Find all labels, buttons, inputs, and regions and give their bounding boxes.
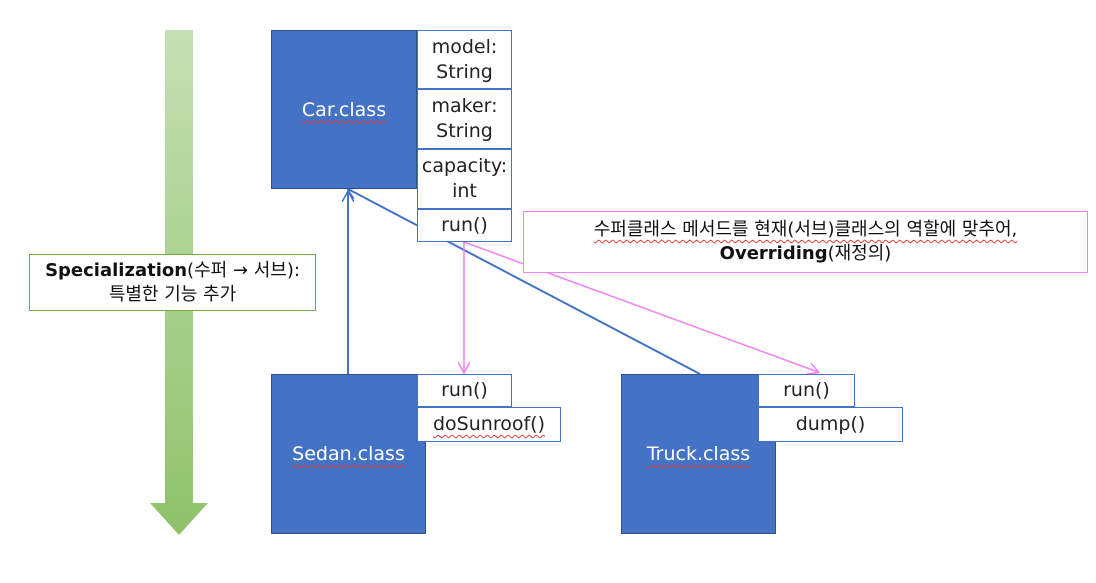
specialization-note: Specialization(수퍼 → 서브): 특별한 기능 추가 [29,254,316,311]
car-field-model: model: String [417,30,512,89]
sedan-method-dosunroof: doSunroof() [417,407,561,442]
sedan-method-run: run() [417,374,512,407]
specialization-bold: Specialization [45,259,188,281]
truck-class-name: Truck.class [646,443,751,465]
truck-class-box: Truck.class [621,374,776,534]
overriding-line1: 수퍼클래스 메서드를 현재(서브)클래스의 역할에 맞추어, [593,219,1018,240]
specialization-rest: (수퍼 → 서브): [187,259,300,281]
truck-method-run: run() [758,374,855,407]
overriding-rest: (재정의) [827,243,892,264]
car-field-capacity: capacity: int [417,149,512,209]
car-class-name: Car.class [301,98,387,121]
overriding-bold: Overriding [719,243,828,264]
overriding-note: 수퍼클래스 메서드를 현재(서브)클래스의 역할에 맞추어, Overridin… [523,211,1088,273]
car-method-run: run() [417,209,512,242]
sedan-class-box: Sedan.class [271,374,426,534]
sedan-class-name: Sedan.class [292,443,405,465]
truck-method-dump: dump() [758,407,903,442]
specialization-line2: 특별한 기능 추가 [108,283,237,305]
car-class-box: Car.class [271,30,417,189]
car-field-maker: maker: String [417,89,512,149]
truck-to-car-line [348,189,701,375]
